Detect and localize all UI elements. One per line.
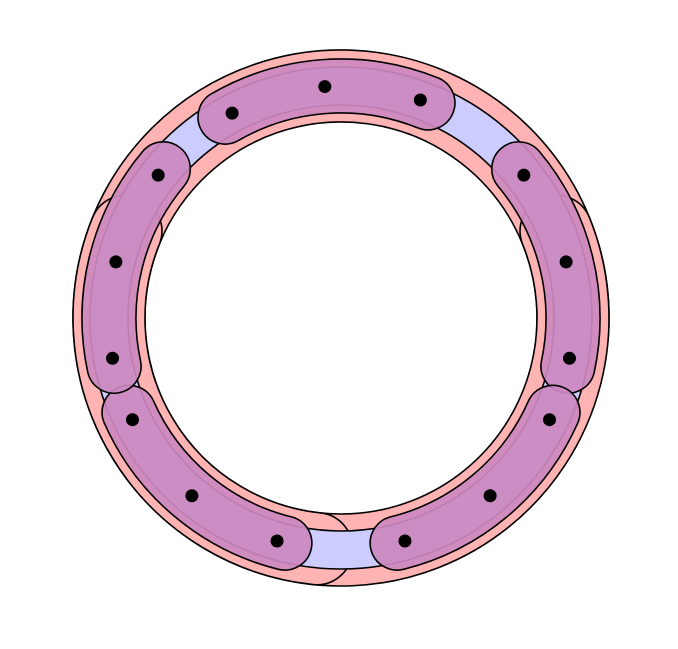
node-11 <box>185 489 199 503</box>
outer-group-3 <box>72 194 354 586</box>
node-15 <box>151 168 165 182</box>
node-13 <box>106 351 120 365</box>
node-layer <box>106 80 576 548</box>
node-5 <box>559 255 573 269</box>
inner-group-1 <box>197 58 456 145</box>
node-3 <box>413 93 427 107</box>
node-12 <box>125 413 139 427</box>
inner-group-2 <box>490 141 601 394</box>
node-10 <box>270 534 284 548</box>
node-1 <box>225 106 239 120</box>
inner-group-5 <box>81 141 192 394</box>
node-7 <box>543 413 557 427</box>
node-14 <box>109 255 123 269</box>
outer-group-layer <box>72 49 610 587</box>
node-6 <box>562 351 576 365</box>
node-2 <box>318 80 332 94</box>
node-4 <box>517 168 531 182</box>
inner-group-3 <box>369 384 581 571</box>
node-9 <box>398 534 412 548</box>
inner-group-layer <box>81 58 601 571</box>
inner-group-4 <box>101 384 313 571</box>
node-8 <box>483 489 497 503</box>
